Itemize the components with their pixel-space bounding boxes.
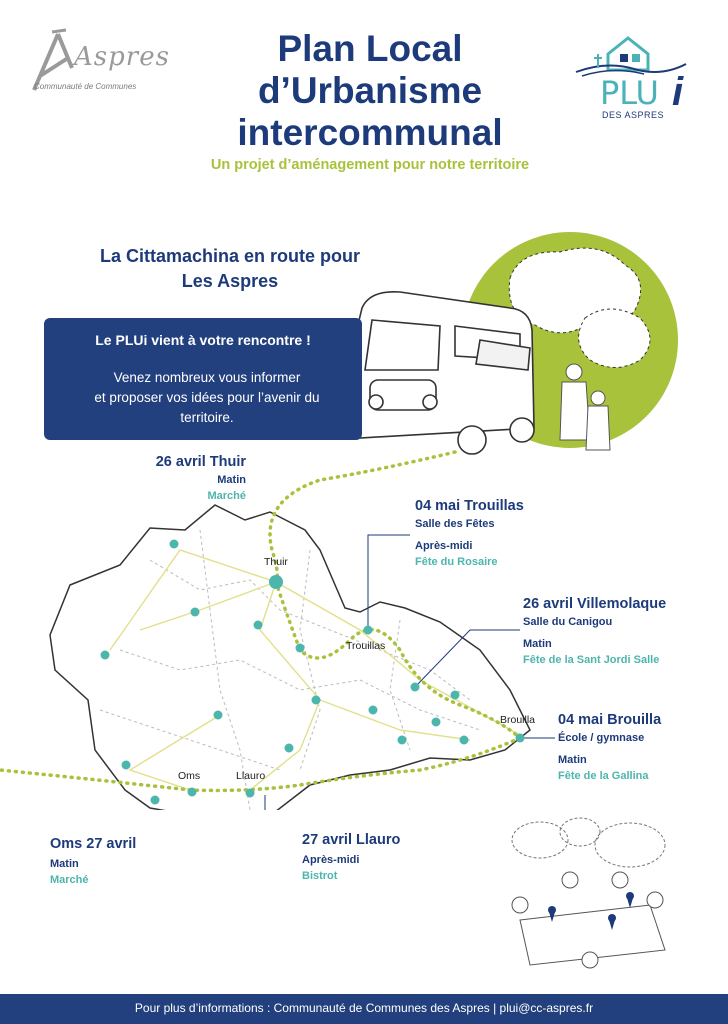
- event-activity: Fête de la Gallina: [558, 770, 649, 782]
- event-place: Salle des Fêtes: [415, 518, 495, 530]
- footer: Pour plus d’informations : Communauté de…: [0, 994, 728, 1024]
- event-time: Matin: [523, 638, 552, 650]
- meeting-sketch: [511, 817, 666, 969]
- town-label-thuir: Thuir: [264, 556, 288, 568]
- event-activity: Marché: [207, 490, 246, 502]
- plui-logo-i: i: [672, 70, 684, 114]
- event-date: 26 avril Thuir: [155, 454, 246, 470]
- speech-bubble-2: [578, 308, 651, 368]
- plui-logo: PLU i DES ASPRES: [568, 24, 698, 124]
- event-llauro: 27 avril Llauro Après-midi Bistrot: [302, 830, 462, 884]
- event-date: 27 avril Llauro: [302, 832, 401, 848]
- aspres-logo-subtitle: Communauté de Communes: [34, 82, 137, 91]
- event-time: Après-midi: [415, 540, 473, 552]
- event-time: Matin: [558, 754, 587, 766]
- roads: [109, 549, 521, 791]
- event-date: 26 avril Villemolaque: [523, 596, 667, 612]
- event-place: Salle du Canigou: [523, 616, 613, 628]
- info-box-text: Venez nombreux vous informer et proposer…: [62, 368, 352, 428]
- intro-headline-line: Les Aspres: [181, 271, 279, 291]
- event-time: Matin: [50, 858, 79, 870]
- intro-headline-line: La Cittamachina en route pour: [99, 246, 361, 266]
- commune-boundaries: [99, 529, 481, 810]
- event-brouilla: 04 mai Brouilla École / gymnase Matin Fê…: [558, 710, 718, 784]
- title-line: d’Urbanisme: [257, 70, 483, 111]
- info-box-line: et proposer vos idées pour l’avenir du: [94, 390, 320, 405]
- event-trouillas: 04 mai Trouillas Salle des Fêtes Après-m…: [415, 496, 615, 570]
- aspres-logo-text: Aspres: [74, 42, 170, 72]
- plui-logo-text: PLU: [600, 74, 659, 112]
- event-time: Après-midi: [302, 854, 360, 866]
- aspres-logo-mark: [32, 28, 74, 91]
- town-label-trouillas: Trouillas: [346, 640, 386, 652]
- town-label-brouilla: Brouilla: [500, 714, 536, 726]
- location-dots: [100, 539, 525, 805]
- info-box-line: territoire.: [180, 410, 234, 425]
- event-date: Oms 27 avril: [50, 836, 137, 852]
- plui-logo-subtitle: DES ASPRES: [602, 110, 665, 120]
- title-line: intercommunal: [237, 112, 503, 153]
- town-label-oms: Oms: [178, 770, 201, 782]
- event-date: 04 mai Trouillas: [415, 498, 524, 514]
- title-line: Plan Local: [277, 28, 463, 69]
- event-activity: Fête de la Sant Jordi Salle: [523, 654, 660, 666]
- event-activity: Fête du Rosaire: [415, 556, 498, 568]
- aspres-logo: Aspres Communauté de Communes: [28, 24, 178, 104]
- event-oms: Oms 27 avril Matin Marché: [50, 834, 210, 888]
- van-illustration: [350, 291, 535, 455]
- people-icon: [559, 363, 611, 451]
- town-label-llauro: Llauro: [236, 770, 266, 782]
- event-villemolaque: 26 avril Villemolaque Salle du Canigou M…: [523, 594, 723, 668]
- info-box-title: Le PLUi vient à votre rencontre !: [95, 332, 311, 348]
- event-activity: Marché: [50, 874, 89, 886]
- page-subtitle: Un projet d’aménagement pour notre terri…: [210, 157, 530, 173]
- intro-headline: La Cittamachina en route pour Les Aspres: [60, 244, 400, 294]
- page-title: Plan Local d’Urbanisme intercommunal: [160, 28, 580, 154]
- event-date: 04 mai Brouilla: [558, 712, 662, 728]
- info-box: Le PLUi vient à votre rencontre ! Venez …: [44, 318, 362, 440]
- route-dotted-line: [0, 450, 524, 793]
- event-place: École / gymnase: [558, 732, 645, 744]
- info-box-line: Venez nombreux vous informer: [113, 370, 301, 385]
- event-time: Matin: [217, 474, 246, 486]
- leader-lines: [264, 534, 555, 810]
- event-thuir: 26 avril Thuir Matin Marché: [96, 452, 246, 504]
- house-icon: [575, 36, 687, 77]
- event-activity: Bistrot: [302, 870, 338, 882]
- map-pin-icon: [548, 892, 634, 930]
- map-illustration: [0, 232, 678, 810]
